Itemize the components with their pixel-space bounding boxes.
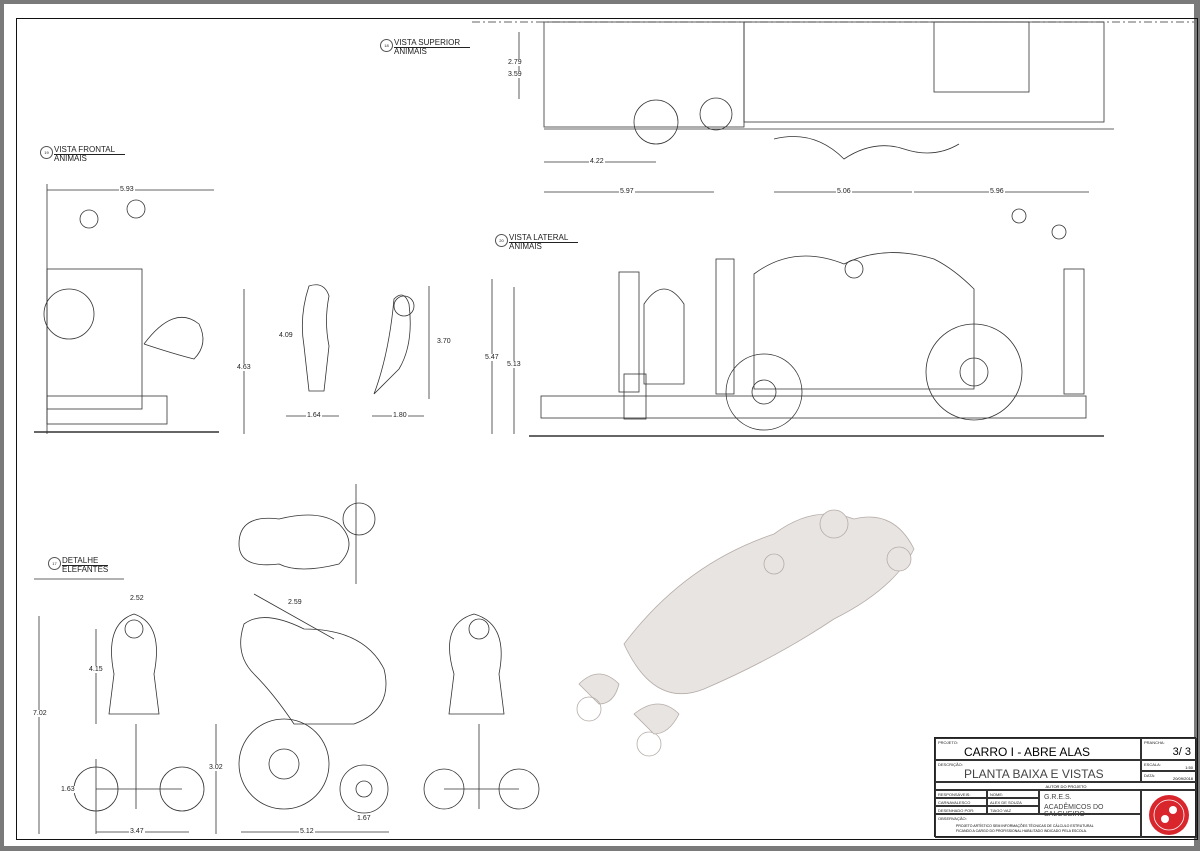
scale-value: 1:50 <box>1185 765 1193 770</box>
dimension-label: 5.12 <box>299 828 315 835</box>
school-cell: G.R.E.S. ACADÊMICOS DO SALGUEIRO <box>1039 790 1141 818</box>
role-text: CARNAVALESCO <box>938 800 971 805</box>
dimension-label: 3.47 <box>129 828 145 835</box>
description-text: PLANTA BAIXA E VISTAS <box>964 767 1104 781</box>
front-view-drawing <box>34 184 430 434</box>
dimension-label: 2.59 <box>287 599 303 606</box>
dimension-label: 5.93 <box>119 186 135 193</box>
dimension-label: 1.67 <box>356 815 372 822</box>
school-prefix: G.R.E.S. <box>1044 794 1072 801</box>
dimension-label: 5.97 <box>619 188 635 195</box>
description-cell: DESCRIÇÃO: PLANTA BAIXA E VISTAS <box>935 760 1141 782</box>
project-cell: PROJETO: CARRO I - ABRE ALAS <box>935 738 1141 760</box>
drawing-lines <box>34 21 1194 834</box>
dimension-label: 3.59 <box>507 71 523 78</box>
scale-cell: ESCALA: 1:50 <box>1141 760 1197 771</box>
view-number: 18 <box>380 39 393 52</box>
title-block: PROJETO: CARRO I - ABRE ALAS PRANCHA: 3/… <box>934 737 1197 838</box>
view-label-side: 20 VISTA LATERAL ANIMAIS <box>495 234 579 251</box>
role1-cell: CARNAVALESCO <box>935 798 987 806</box>
view-number: 20 <box>495 234 508 247</box>
dimension-label: 5.13 <box>506 361 522 368</box>
role-text: DESENHADO POR: <box>938 808 975 813</box>
seal-cell <box>1141 790 1197 838</box>
dimension-label: 4.15 <box>88 666 104 673</box>
sheet-cell: PRANCHA: 3/ 3 <box>1141 738 1197 760</box>
dimension-label: 2.52 <box>129 595 145 602</box>
dimension-label: 5.96 <box>989 188 1005 195</box>
dimension-label: 4.22 <box>589 158 605 165</box>
view-label-front: 19 VISTA FRONTAL ANIMAIS <box>40 146 126 163</box>
notes-text: FICANDO A CARGO DO PROFISSIONAL HABILITA… <box>956 829 1087 833</box>
name-label-cell: NOME: <box>987 790 1039 798</box>
dimension-label: 2.79 <box>507 59 523 66</box>
name-text: TIAGO VAZ <box>990 808 1012 813</box>
field-label: NOME: <box>990 792 1004 797</box>
drawing-frame <box>16 18 1198 840</box>
name1-cell: ALEX DE SOUZA <box>987 798 1039 806</box>
responsible-label-cell: RESPONSÁVEIS: <box>935 790 987 798</box>
view-subtitle: ANIMAIS <box>509 242 542 251</box>
dimension-label: 1.63 <box>60 786 76 793</box>
view-subtitle: ELEFANTES <box>62 565 109 574</box>
top-view-drawing <box>472 21 1194 193</box>
dimension-label: 3.02 <box>208 764 224 771</box>
field-label: PROJETO: <box>938 740 958 745</box>
view-label-elephants: 17 DETALHE ELEFANTES <box>48 557 109 574</box>
notes-text: PROJETO ARTÍSTICO SEM INFORMAÇÕES TÉCNIC… <box>956 824 1094 828</box>
field-label: DATA: <box>1144 773 1156 778</box>
date-value: 20/09/2018 <box>1172 776 1193 781</box>
dimension-label: 5.47 <box>484 354 500 361</box>
sheet-number: 3/ 3 <box>1172 746 1191 758</box>
school-seal-logo <box>1149 795 1189 835</box>
field-label: DESCRIÇÃO: <box>938 762 963 767</box>
elephant-views-drawing <box>34 484 540 834</box>
view-label-top: 18 VISTA SUPERIOR ANIMAIS <box>380 39 471 56</box>
view-number: 19 <box>40 146 53 159</box>
render-3d-float <box>576 509 915 757</box>
field-label: RESPONSÁVEIS: <box>938 792 971 797</box>
notes-cell: OBSERVAÇÃO: PROJETO ARTÍSTICO SEM INFORM… <box>935 814 1141 838</box>
dimension-label: 7.02 <box>32 710 48 717</box>
view-number: 17 <box>48 557 61 570</box>
drawing-sheet: 18 VISTA SUPERIOR ANIMAIS 19 VISTA FRONT… <box>4 4 1198 846</box>
dimension-label: 4.09 <box>278 332 294 339</box>
view-subtitle: ANIMAIS <box>394 47 427 56</box>
dimension-label: 1.80 <box>392 412 408 419</box>
dimension-label: 1.64 <box>306 412 322 419</box>
author-header: AUTOR DO PROJETO <box>935 782 1197 790</box>
field-label: OBSERVAÇÃO: <box>938 816 967 821</box>
view-subtitle: ANIMAIS <box>54 154 87 163</box>
name-text: ALEX DE SOUZA <box>990 800 1022 805</box>
dimension-label: 5.06 <box>836 188 852 195</box>
date-cell: DATA: 20/09/2018 <box>1141 771 1197 782</box>
dimension-label: 4.63 <box>236 364 252 371</box>
side-view-drawing <box>491 208 1104 437</box>
name2-cell: TIAGO VAZ <box>987 806 1039 814</box>
project-title: CARRO I - ABRE ALAS <box>964 745 1091 759</box>
role2-cell: DESENHADO POR: <box>935 806 987 814</box>
dimension-label: 3.70 <box>436 338 452 345</box>
field-label: PRANCHA: <box>1144 740 1165 745</box>
view-title: DETALHE <box>62 557 109 566</box>
field-label: ESCALA: <box>1144 762 1161 767</box>
